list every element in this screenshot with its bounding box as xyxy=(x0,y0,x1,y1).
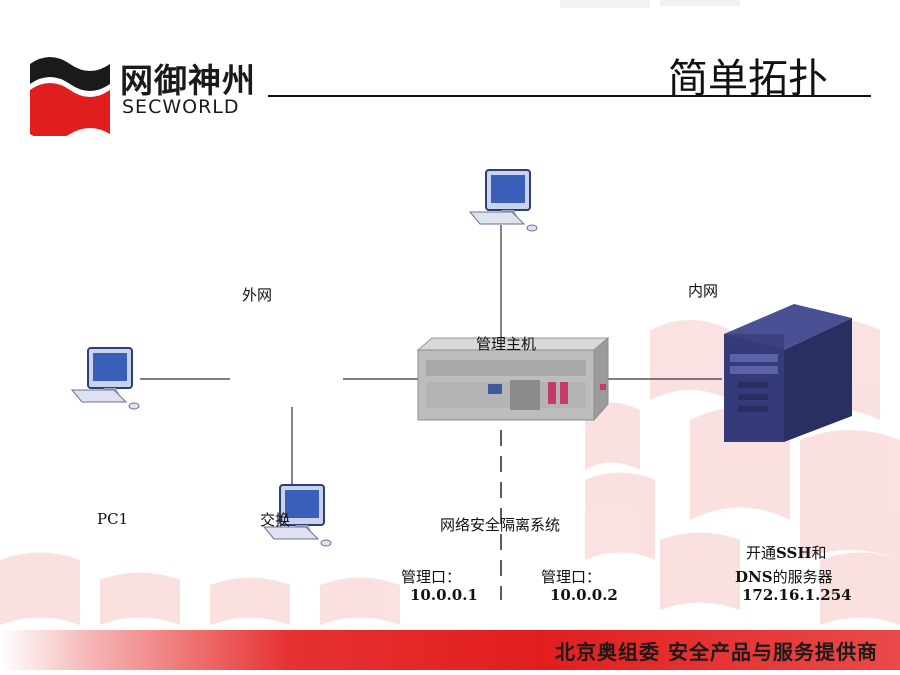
label-server-ip: 172.16.1.254 xyxy=(742,586,852,600)
label-outer-network: 外网 xyxy=(242,286,273,304)
label-mgmt-host: 管理主机 xyxy=(476,335,537,353)
footer-slogan: 北京奥组委 安全产品与服务提供商 xyxy=(555,640,878,664)
label-server-line2: DNS的服务器 xyxy=(735,566,833,587)
logo-emblem xyxy=(30,57,110,136)
mgmt-port-1-ip-text: 10.0.0.1 xyxy=(410,586,478,600)
page-title: 简单拓扑 xyxy=(668,56,828,102)
label-mgmt-port-1-ip: 10.0.0.1 xyxy=(410,586,478,600)
label-mgmt-port-2: 管理口： xyxy=(541,568,602,586)
computer-icon-mgmt-host xyxy=(468,169,538,232)
label-server-line1: 开通SSH和 xyxy=(746,542,827,563)
server-icon xyxy=(724,304,852,442)
server-line2-bold: DNS xyxy=(735,568,773,586)
label-mgmt-port-1: 管理口： xyxy=(401,568,462,586)
server-line2-suffix: 的服务器 xyxy=(772,568,833,586)
mgmt-port-2-ip-text: 10.0.0.2 xyxy=(550,586,618,600)
label-isolation-system: 网络安全隔离系统 xyxy=(440,516,561,534)
logo-text-cn: 网御神州 xyxy=(120,61,256,100)
server-line1-suffix: 和 xyxy=(811,544,827,562)
server-line1-bold: SSH xyxy=(776,544,812,562)
title-divider xyxy=(268,95,871,97)
label-mgmt-port-2-ip: 10.0.0.2 xyxy=(550,586,618,600)
computer-icon-switch-pc xyxy=(262,484,332,547)
logo-text-en: SECWORLD xyxy=(122,96,240,118)
server-line1-prefix: 开通 xyxy=(746,544,777,562)
label-switch: 交换 xyxy=(260,511,291,529)
computer-icon-pc1 xyxy=(70,347,140,410)
footer-bar xyxy=(0,630,900,670)
isolation-appliance-icon xyxy=(416,336,610,422)
label-inner-network: 内网 xyxy=(688,282,719,300)
server-ip-text: 172.16.1.254 xyxy=(742,586,852,600)
label-pc1: PC1 xyxy=(97,510,129,528)
